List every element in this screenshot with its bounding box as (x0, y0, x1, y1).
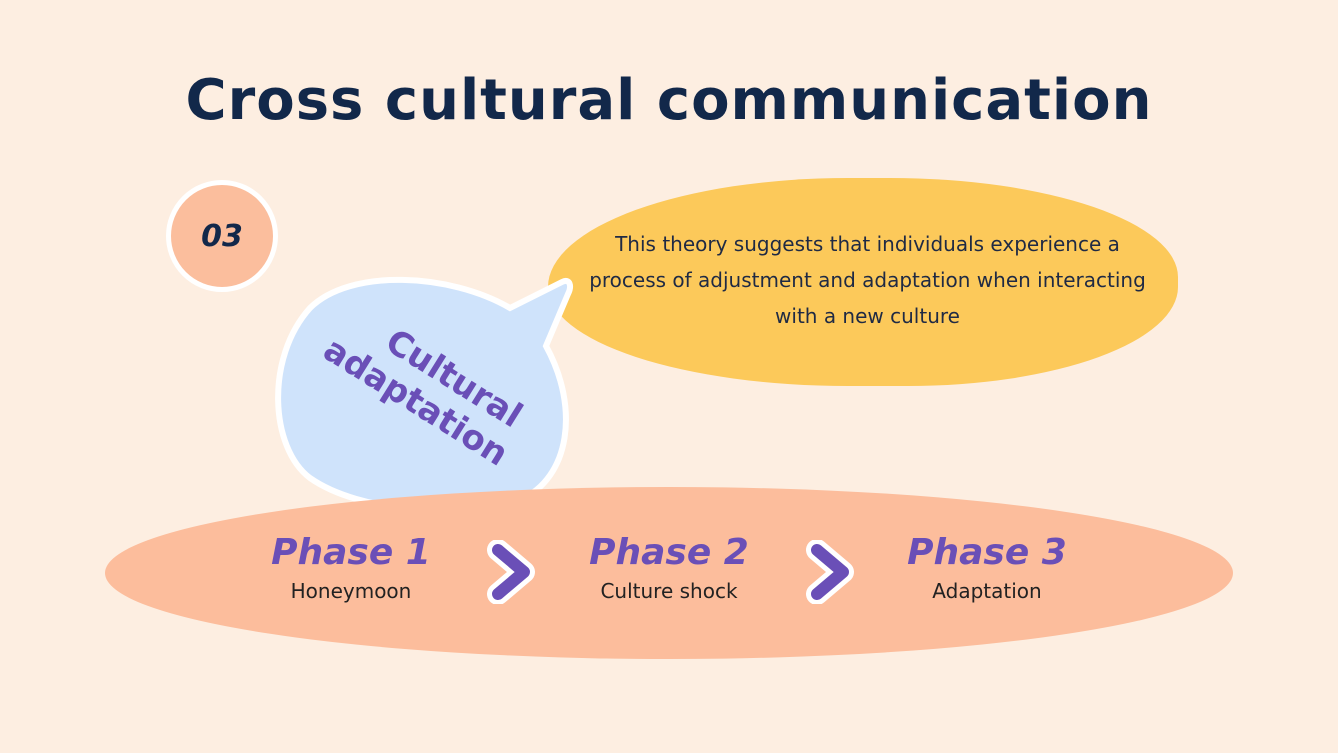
description-text: This theory suggests that individuals ex… (589, 232, 1146, 328)
section-number-badge: 03 (166, 180, 278, 292)
description-bubble (548, 178, 1178, 386)
speech-bubble-icon: Cultural adaptation (275, 276, 573, 514)
page-title: Cross cultural communication (185, 68, 1153, 133)
phase-2: Phase 2 Culture shock (549, 532, 789, 603)
topic-speech-bubble: Cultural adaptation (270, 268, 590, 518)
phase-label: Phase 2 (589, 532, 749, 573)
phase-name: Adaptation (932, 579, 1042, 603)
phase-3: Phase 3 Adaptation (867, 532, 1107, 603)
phase-1: Phase 1 Honeymoon (231, 532, 471, 603)
phases-band (105, 487, 1233, 659)
phase-label: Phase 1 (271, 532, 431, 573)
phase-name: Honeymoon (290, 579, 412, 603)
phase-label: Phase 3 (907, 532, 1067, 573)
chevron-right-icon (487, 540, 535, 604)
phase-name: Culture shock (600, 579, 738, 603)
chevron-right-icon (806, 540, 854, 604)
